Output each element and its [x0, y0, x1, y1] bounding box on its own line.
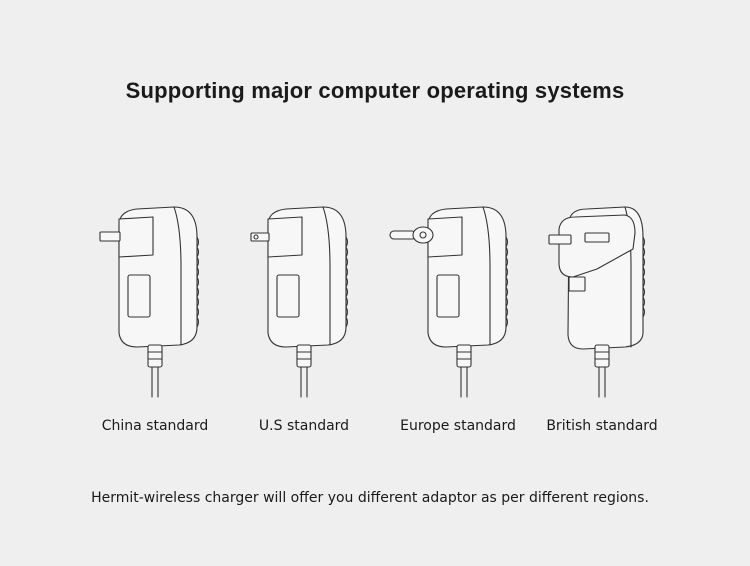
page-title: Supporting major computer operating syst…: [125, 78, 625, 103]
adaptor-label-china: China standard: [101, 418, 209, 434]
description-text: Hermit-wireless charger will offer you d…: [91, 490, 649, 506]
adaptor-label-us: U.S standard: [258, 418, 350, 434]
british-plug-adaptor-icon: [548, 206, 646, 398]
china-plug-adaptor-icon: [99, 206, 200, 398]
europe-plug-adaptor-icon: [389, 206, 509, 398]
adaptor-label-europe: Europe standard: [400, 418, 516, 434]
us-plug-adaptor-icon: [250, 206, 349, 398]
adaptor-label-british: British standard: [546, 418, 658, 434]
